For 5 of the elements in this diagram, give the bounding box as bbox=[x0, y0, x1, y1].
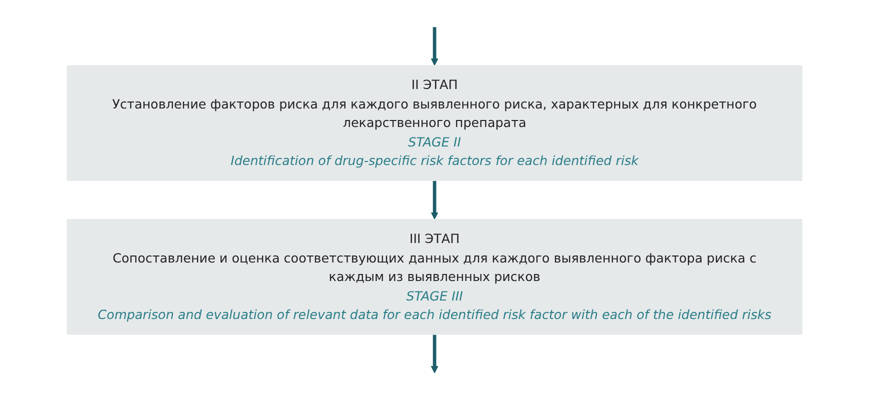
node-box: III ЭТАП Сопоставление и оценка соответствующих данных для каждого выявленного фактора риска с каждым из выявленных рисков STAGE III Comparison and evaluation of relevant data for each identified risk factor with each of the identified risks bbox=[67, 219, 803, 335]
node-box: II ЭТАП Установление факторов риска для каждого выявленного риска, характерных для конкретного лекарственного препарата STAGE II Identification of drug-specific risk factors for each identified risk bbox=[67, 65, 803, 181]
arrow bbox=[431, 334, 439, 374]
arrow bbox=[431, 27, 439, 66]
arrow bbox=[431, 180, 439, 220]
